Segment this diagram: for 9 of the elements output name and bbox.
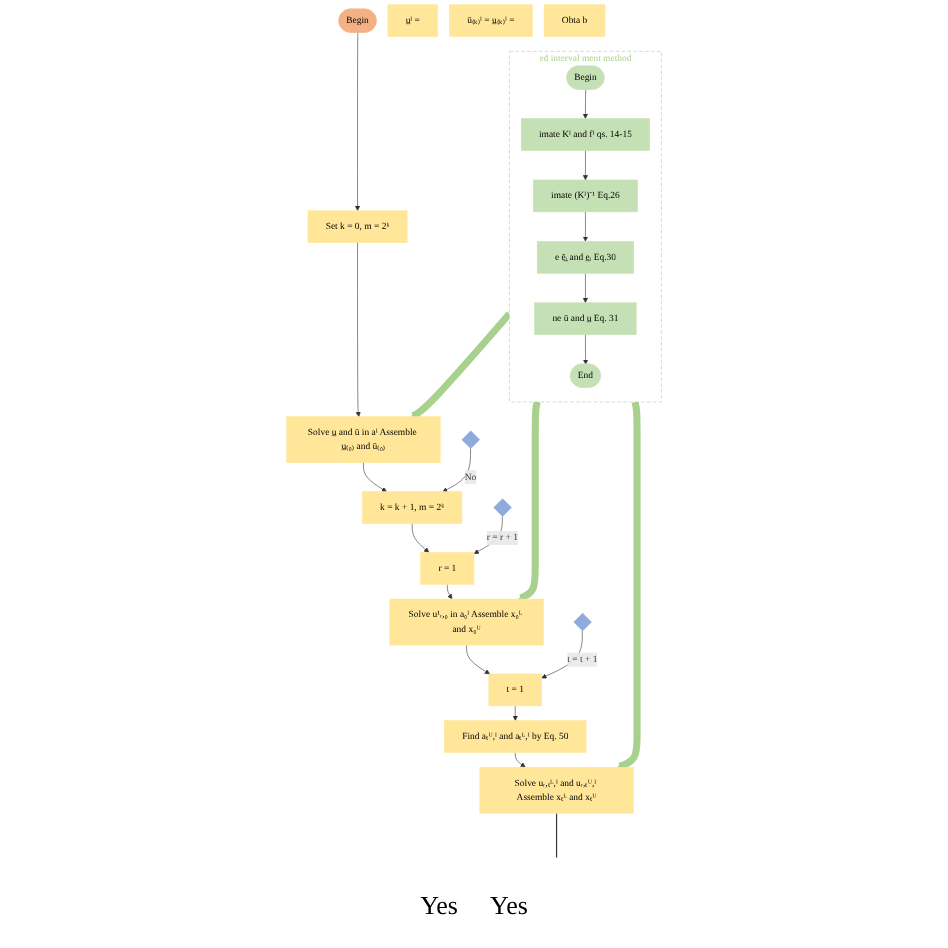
connector: [555, 812, 558, 859]
branch-label: Yes: [490, 890, 528, 920]
arrow: [617, 399, 641, 770]
arrow: [410, 311, 513, 419]
node-diamond: [493, 498, 512, 517]
arrow: [518, 399, 541, 602]
node-diamond: [461, 430, 480, 449]
node-diamond: [573, 612, 592, 632]
branch-label: Yes: [420, 890, 458, 920]
